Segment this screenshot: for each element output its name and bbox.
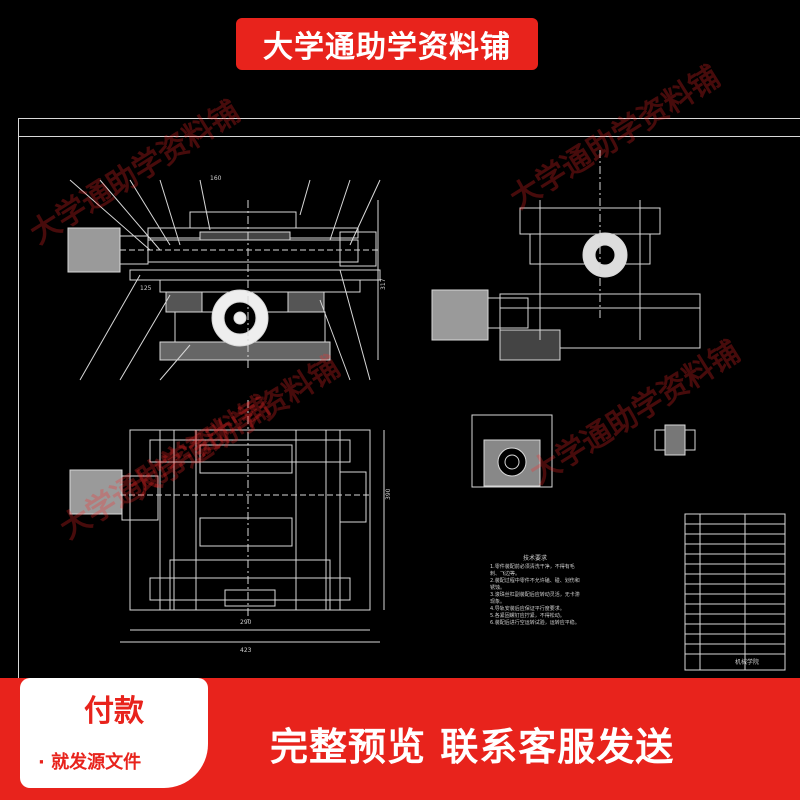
note-line: 2.装配过程中零件不允许磕、碰、划伤和锈蚀。	[490, 578, 580, 591]
dim-label-small-a: 160	[210, 175, 222, 182]
drawing-frame-left	[18, 118, 19, 678]
preview-slogan: 完整预览 联系客服发送	[270, 725, 675, 769]
technical-notes: 技术要求 1.零件装配前必须清洗干净，不得有毛刺、飞边等。 2.装配过程中零件不…	[490, 555, 580, 627]
side-view	[431, 150, 701, 361]
store-name: 大学通助学资料铺	[263, 30, 511, 65]
payment-subtitle: · 就发源文件	[38, 752, 142, 773]
notes-title: 技术要求	[522, 555, 547, 562]
note-line: 4.导轨安装后应保证平行度要求。	[490, 606, 565, 612]
plan-view	[69, 400, 385, 643]
drawing-frame-top-inner	[18, 136, 800, 137]
front-view	[67, 179, 381, 381]
dim-label-width: 290	[240, 619, 252, 626]
dim-label-small-b: 125	[140, 285, 152, 292]
note-line: 3.滚珠丝杠副装配后应转动灵活，无卡滞现象。	[490, 592, 580, 605]
dim-label-height: 317	[380, 278, 387, 290]
note-line: 1.零件装配前必须清洗干净，不得有毛刺、飞边等。	[490, 564, 575, 577]
dim-label-overall: 423	[240, 647, 252, 654]
note-line: 6.装配后进行空运转试验，运转应平稳。	[490, 620, 580, 626]
dim-label-plan-height: 390	[385, 488, 392, 500]
drawing-frame-top	[18, 118, 800, 119]
store-name-banner: 大学通助学资料铺	[236, 18, 538, 70]
note-line: 5.各紧固螺钉应拧紧，不得松动。	[490, 613, 565, 619]
payment-card[interactable]: 付款 · 就发源文件	[20, 678, 208, 788]
title-block-label: 机械学院	[735, 658, 759, 666]
bill-of-materials	[684, 513, 786, 671]
payment-title: 付款	[84, 694, 144, 729]
section-views	[471, 414, 696, 488]
